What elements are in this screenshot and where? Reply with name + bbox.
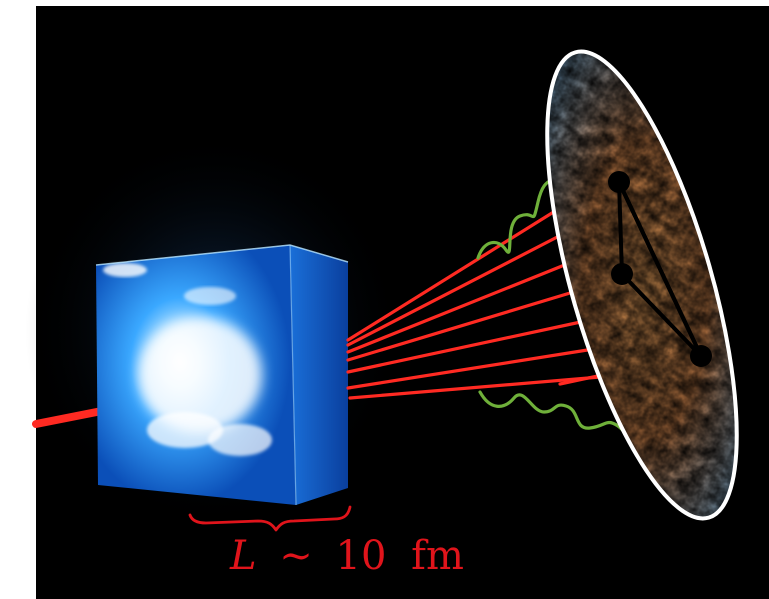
cube-cloud-left [147,412,223,448]
ray-line [346,206,562,342]
scale-unit: fm [411,533,464,579]
ray-line [348,374,614,400]
cube-top-spot-left [103,263,147,277]
cube-right-face [290,245,348,505]
ray-line [346,318,592,374]
glowing-cube-icon [95,244,349,506]
cube-core-glow [138,317,262,433]
scale-relation: ∼ [279,533,313,579]
scale-symbol: L [229,533,257,579]
cube-top-spot-mid [184,287,236,305]
ray-line [346,346,602,390]
triangle-vertex-dot [690,345,712,367]
scale-value: 10 [336,533,387,579]
triangle-vertex-dot [611,263,633,285]
scale-label: L ∼ 10 fm [229,533,464,579]
ray-line [346,288,582,362]
triangle-vertex-dot [608,171,630,193]
ray-line [346,231,567,347]
correlation-triangle [608,171,712,367]
cube-cloud-right [208,424,272,456]
ray-bundle [346,206,628,400]
ray-line [346,260,574,354]
sky-map-border [545,49,739,521]
curly-brace-icon [188,505,352,532]
